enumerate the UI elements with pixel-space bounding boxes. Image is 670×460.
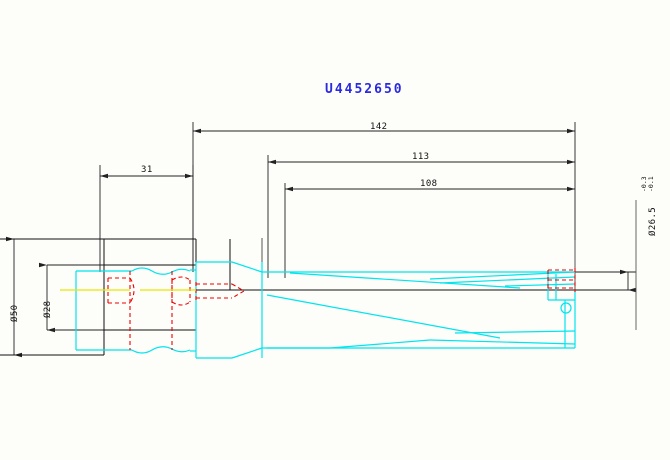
bore-cap-top	[171, 276, 191, 281]
tolerance-group: -0.3 -0.1	[640, 176, 655, 192]
dimension-label-31: 31	[141, 165, 153, 175]
flute-upper-2	[429, 271, 576, 280]
flute-upper-3	[439, 276, 576, 284]
tolerance-lower: -0.1	[647, 176, 655, 192]
point-tip	[231, 283, 246, 299]
tip-coolant-hole	[560, 302, 572, 314]
flute-lower-1	[266, 294, 501, 339]
dimension-label-108: 108	[420, 179, 438, 189]
dimension-label-dia28: Ø28	[43, 300, 53, 318]
shank-top-break-wave	[131, 267, 191, 275]
taper-top	[231, 261, 263, 273]
bore-cap-bottom	[171, 301, 191, 306]
flute-upper-1	[289, 272, 521, 289]
shank-bottom-break-wave	[131, 346, 191, 354]
taper-bottom	[231, 347, 263, 359]
dimension-label-142: 142	[370, 122, 388, 132]
dimension-label-dia265: Ø26.5	[648, 206, 658, 236]
flute-lower-4	[429, 339, 576, 345]
part-number-title: U4452650	[325, 82, 404, 97]
drill-body-geometry	[75, 261, 576, 359]
flute-upper-4	[504, 283, 576, 287]
flute-lower-3	[329, 339, 431, 349]
dimension-label-dia50: Ø50	[10, 304, 20, 322]
hidden-detail-geometry	[107, 268, 576, 350]
bore-round-1	[129, 277, 135, 304]
flute-lower-5	[454, 330, 576, 334]
dimension-label-113: 113	[412, 152, 430, 162]
